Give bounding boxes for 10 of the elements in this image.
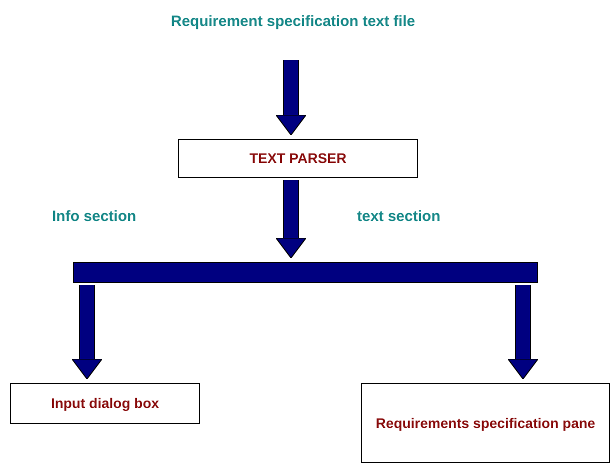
box-label: Input dialog box (50, 394, 160, 413)
box-label: TEXT PARSER (250, 149, 346, 168)
box-label: Requirements specification pane (376, 414, 596, 432)
branch-label: Info section (52, 208, 136, 225)
splitter-bar (73, 262, 538, 283)
output-box (10, 383, 200, 424)
process-box (178, 139, 418, 178)
source-label: Requirement specification text file (160, 8, 426, 34)
output-box (361, 383, 610, 463)
branch-label: text section (357, 208, 440, 225)
